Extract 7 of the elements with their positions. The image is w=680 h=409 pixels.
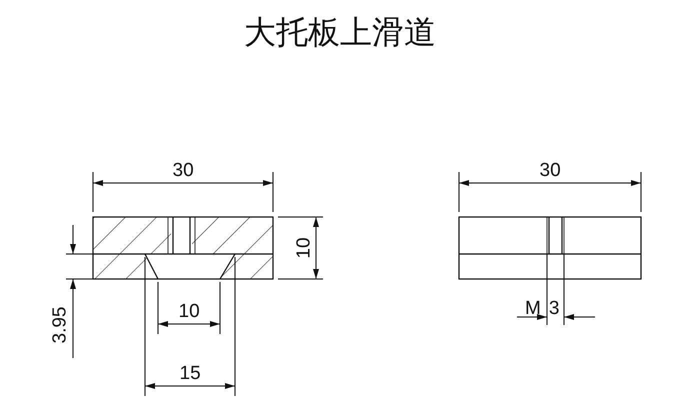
dimension-value: 30 — [540, 161, 561, 181]
dimension-value: 30 — [172, 161, 194, 181]
dimension-value: 15 — [180, 364, 201, 384]
dimension-value: 10 — [178, 302, 200, 322]
dimension-value: 3.95 — [50, 306, 70, 344]
drawing-title: 大托板上滑道 — [243, 12, 437, 52]
dimension-value: 10 — [294, 237, 314, 259]
